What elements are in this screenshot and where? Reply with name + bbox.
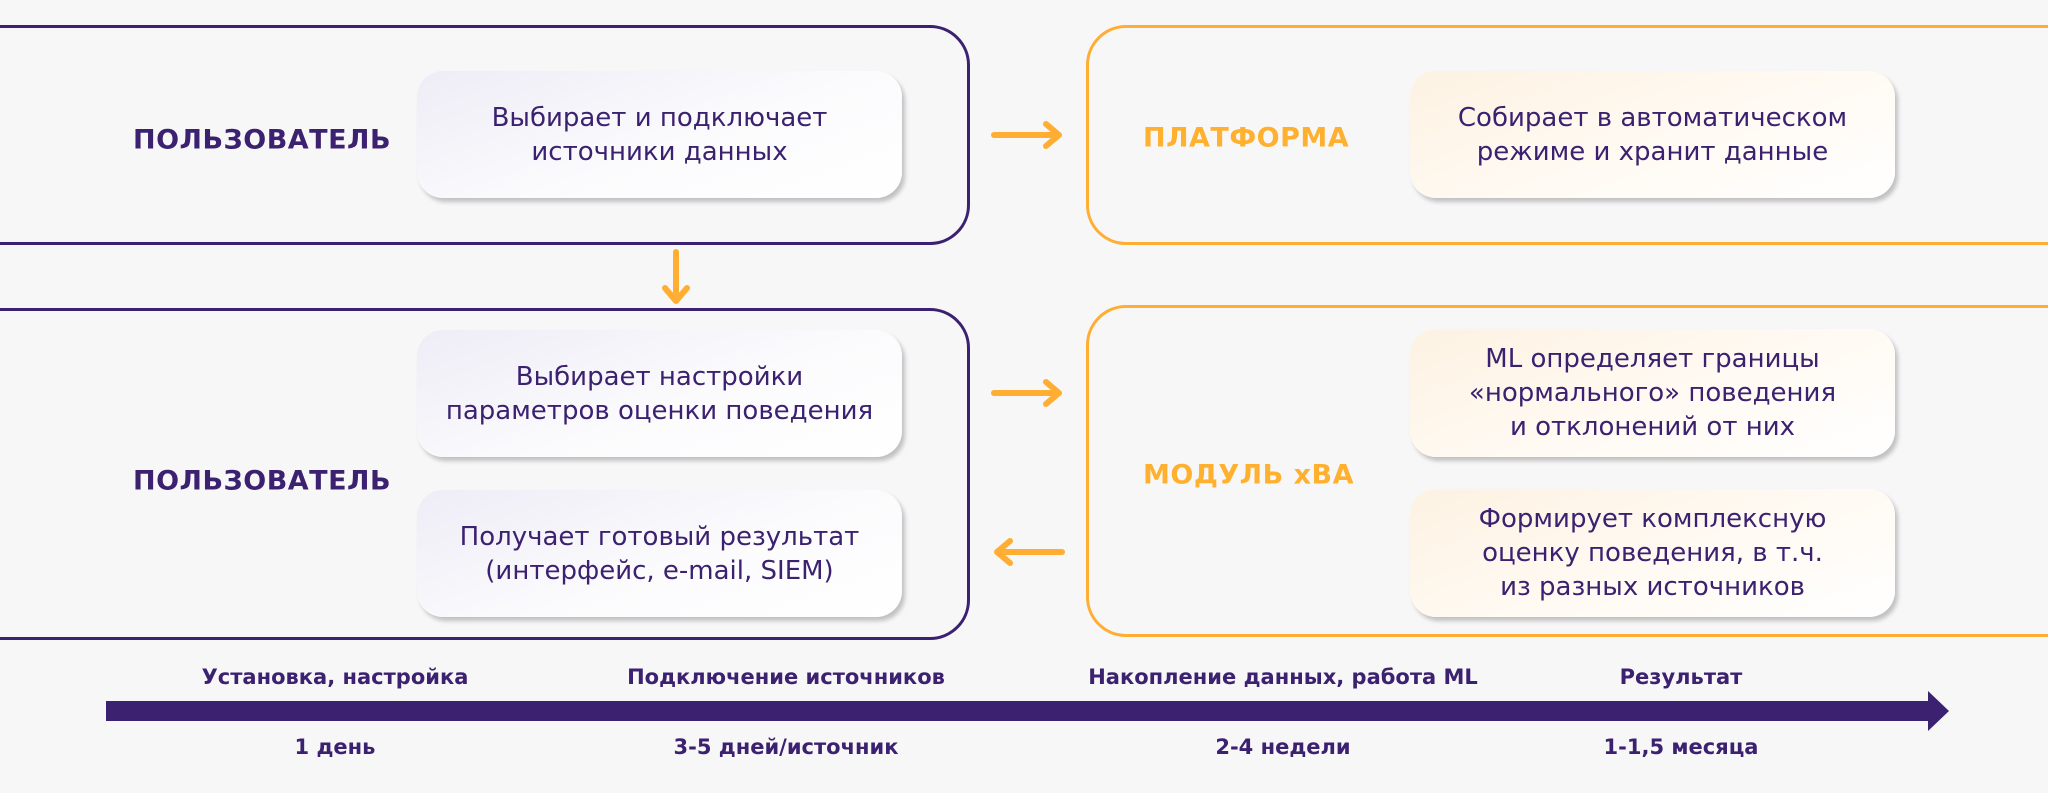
timeline-phase-duration: 1-1,5 месяца xyxy=(1603,735,1759,759)
actor-label-platform: ПЛАТФОРМА xyxy=(1143,122,1350,154)
card-text: Собирает в автоматическом режиме и храни… xyxy=(1457,102,1848,167)
timeline-phase-duration: 1 день xyxy=(294,735,376,759)
actor-label-user-top: ПОЛЬЗОВАТЕЛЬ xyxy=(133,124,392,156)
arrow-left-icon xyxy=(994,538,1065,566)
card-text: Выбирает настройки параметров оценки пов… xyxy=(445,361,874,426)
timeline-arrowhead-icon xyxy=(1928,691,1949,731)
card-select-sources: Выбирает и подключает источники данных xyxy=(417,71,902,198)
platform-box xyxy=(1086,25,2048,245)
arrow-down-icon xyxy=(662,249,690,304)
actor-label-xba-module: МОДУЛЬ xBA xyxy=(1143,459,1354,491)
arrow-right-icon xyxy=(991,121,1062,149)
arrow-right-icon xyxy=(991,379,1062,407)
card-choose-settings: Выбирает настройки параметров оценки пов… xyxy=(417,330,902,457)
user-settings-box xyxy=(0,308,970,640)
card-ml-boundaries: ML определяет границы «нормального» пове… xyxy=(1410,329,1895,457)
card-text: Получает готовый результат (интерфейс, e… xyxy=(459,521,860,586)
card-text: Выбирает и подключает источники данных xyxy=(491,102,828,167)
timeline-phase-duration: 3-5 дней/источник xyxy=(673,735,899,759)
user-connect-box xyxy=(0,25,970,245)
timeline-bar xyxy=(106,701,1930,721)
timeline-phase-label: Результат xyxy=(1619,665,1743,689)
xba-module-box xyxy=(1086,305,2048,637)
timeline-phase-label: Накопление данных, работа ML xyxy=(1088,665,1478,689)
card-text: Формирует комплексную оценку поведения, … xyxy=(1478,504,1827,602)
card-complex-assessment: Формирует комплексную оценку поведения, … xyxy=(1410,489,1895,617)
timeline-phase-label: Подключение источников xyxy=(627,665,945,689)
card-collect-data: Собирает в автоматическом режиме и храни… xyxy=(1410,71,1895,198)
timeline-phase-label: Установка, настройка xyxy=(201,665,469,689)
timeline-phase-duration: 2-4 недели xyxy=(1215,735,1351,759)
actor-label-user-bottom: ПОЛЬЗОВАТЕЛЬ xyxy=(133,465,392,497)
card-text: ML определяет границы «нормального» пове… xyxy=(1468,344,1837,442)
card-receive-result: Получает готовый результат (интерфейс, e… xyxy=(417,490,902,617)
